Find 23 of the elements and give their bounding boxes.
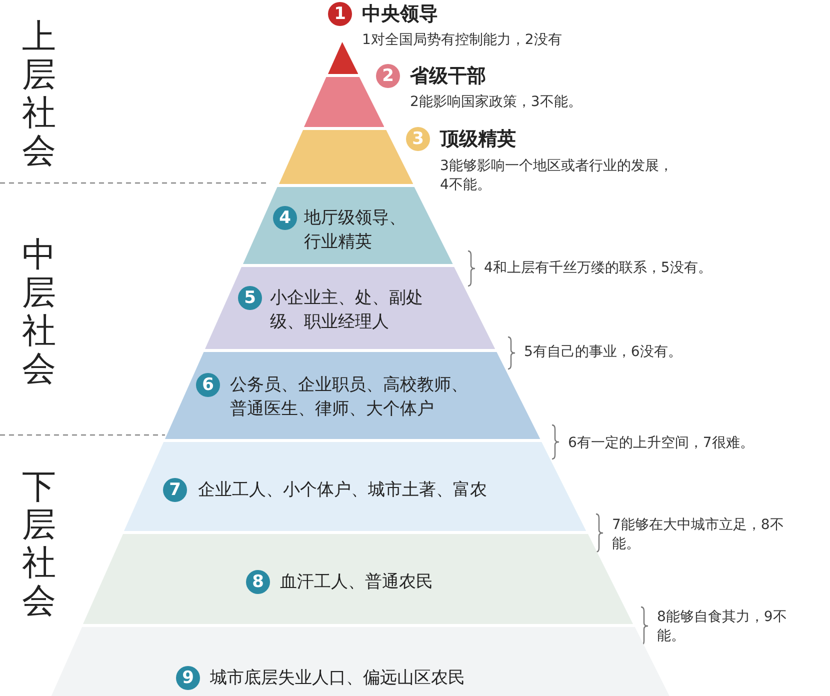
section-label: 中层社会 xyxy=(22,236,57,388)
layer-text: 城市底层失业人口、偏远山区农民 xyxy=(210,667,466,690)
layer-text: 小企业主、处、副处级、职业经理人 xyxy=(270,287,424,334)
number-badge: 1 xyxy=(328,2,352,26)
layer-text: 血汗工人、普通农民 xyxy=(280,571,434,594)
annotation-note: 7能够在大中城市立足，8不能。 xyxy=(612,516,785,554)
annotation-note: 5有自己的事业，6没有。 xyxy=(524,343,683,362)
layer-text: 地厅级领导、行业精英 xyxy=(304,207,407,254)
annotation-note: 6有一定的上升空间，7很难。 xyxy=(568,434,755,453)
layer-text: 企业工人、小个体户、城市土著、富农 xyxy=(198,479,488,502)
annotation-note: 3能够影响一个地区或者行业的发展，4不能。 xyxy=(440,157,674,195)
annotation-note: 8能够自食其力，9不能。 xyxy=(657,608,788,646)
layer-heading: 中央领导 xyxy=(362,2,439,26)
annotation-note: 4和上层有千丝万缕的联系，5没有。 xyxy=(484,259,713,278)
number-badge: 3 xyxy=(406,127,430,151)
section-label: 下层社会 xyxy=(22,468,57,620)
number-badge: 2 xyxy=(376,64,400,88)
annotation-note: 1对全国局势有控制能力，2没有 xyxy=(362,31,563,50)
section-label: 上层社会 xyxy=(22,18,57,170)
layer-heading: 顶级精英 xyxy=(440,127,517,151)
layer-heading: 省级干部 xyxy=(410,64,487,88)
annotation-note: 2能影响国家政策，3不能。 xyxy=(410,93,583,112)
layer-text: 公务员、企业职员、高校教师、普通医生、律师、大个体户 xyxy=(230,374,469,421)
